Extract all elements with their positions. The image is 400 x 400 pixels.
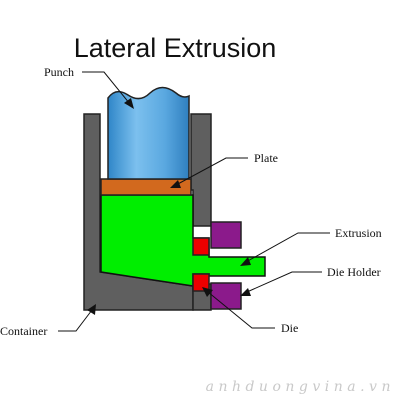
punch-arrowhead (124, 98, 134, 109)
die-holder-lower (210, 282, 242, 310)
watermark: anhduongvina.vn (206, 379, 395, 395)
label-plate: Plate (254, 151, 278, 165)
die-lower (192, 273, 210, 292)
label-extrusion: Extrusion (335, 226, 382, 240)
punch (107, 86, 190, 180)
die-upper (192, 237, 210, 256)
plate-arrowhead (170, 180, 181, 188)
diagram-title: Lateral Extrusion (74, 33, 277, 63)
die-arrowhead (202, 287, 213, 297)
label-die-holder: Die Holder (327, 265, 381, 279)
die-holder-upper (210, 221, 242, 249)
punch-leader (82, 71, 131, 105)
die-leader (207, 291, 275, 329)
extrusion-arrowhead (240, 257, 251, 266)
label-die: Die (281, 321, 298, 335)
container-arrowhead (87, 304, 96, 315)
die-holder-arrowhead (240, 288, 251, 296)
container-leader (58, 309, 93, 332)
plate-leader (175, 157, 248, 186)
label-punch: Punch (44, 65, 74, 79)
die-holder-leader (246, 271, 322, 293)
container-right-wall (190, 113, 212, 227)
label-container: Container (0, 324, 47, 338)
extrusion-leader (245, 232, 330, 263)
